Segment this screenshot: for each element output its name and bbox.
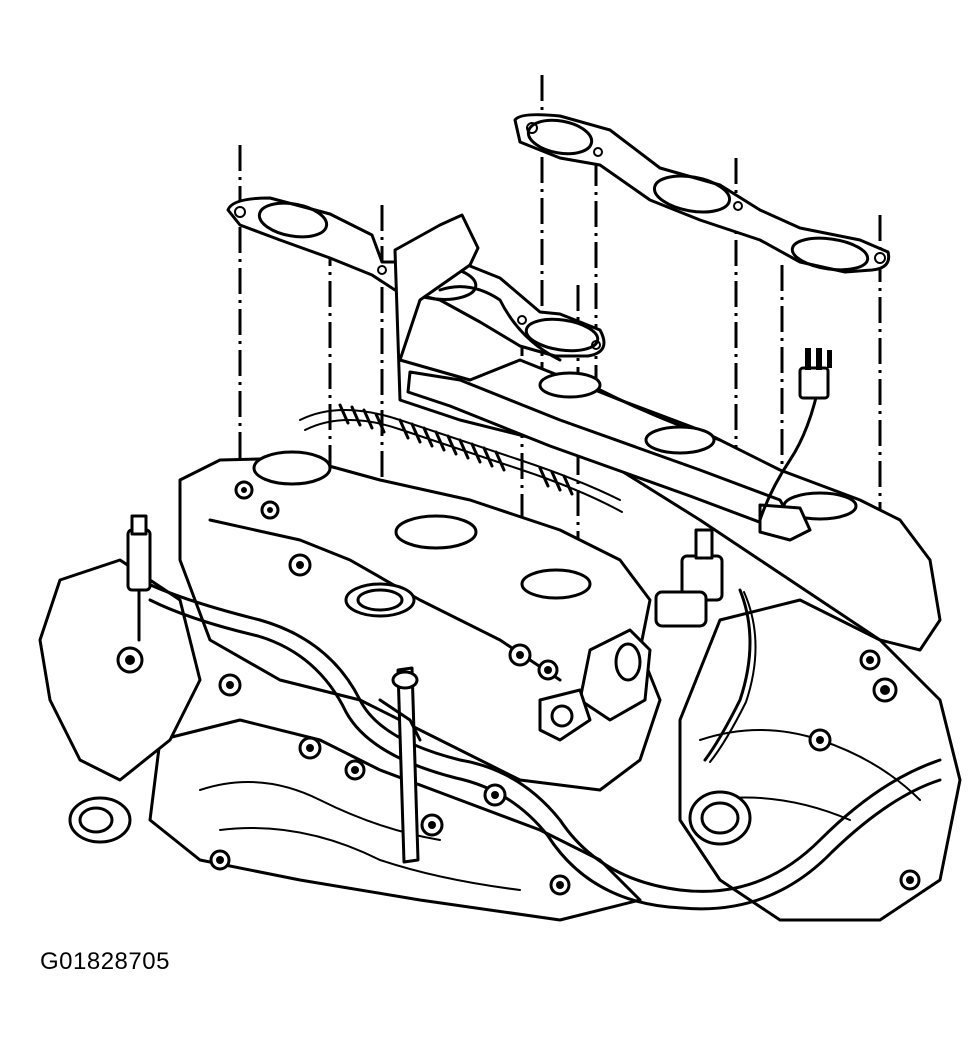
figure-id-label: G01828705 [40,948,170,975]
wiring-harness [299,403,623,513]
dipstick-tube [378,666,422,864]
engine-exploded-diagram [38,75,962,922]
temperature-sensor [116,514,152,674]
pressure-regulator [654,528,757,763]
bolts [209,480,921,896]
upper-intake-gasket [513,113,891,274]
outlet-bracket [538,628,652,742]
engine-assembly [38,213,962,922]
sensor-connector [758,348,832,522]
fuel-rail [406,370,812,542]
